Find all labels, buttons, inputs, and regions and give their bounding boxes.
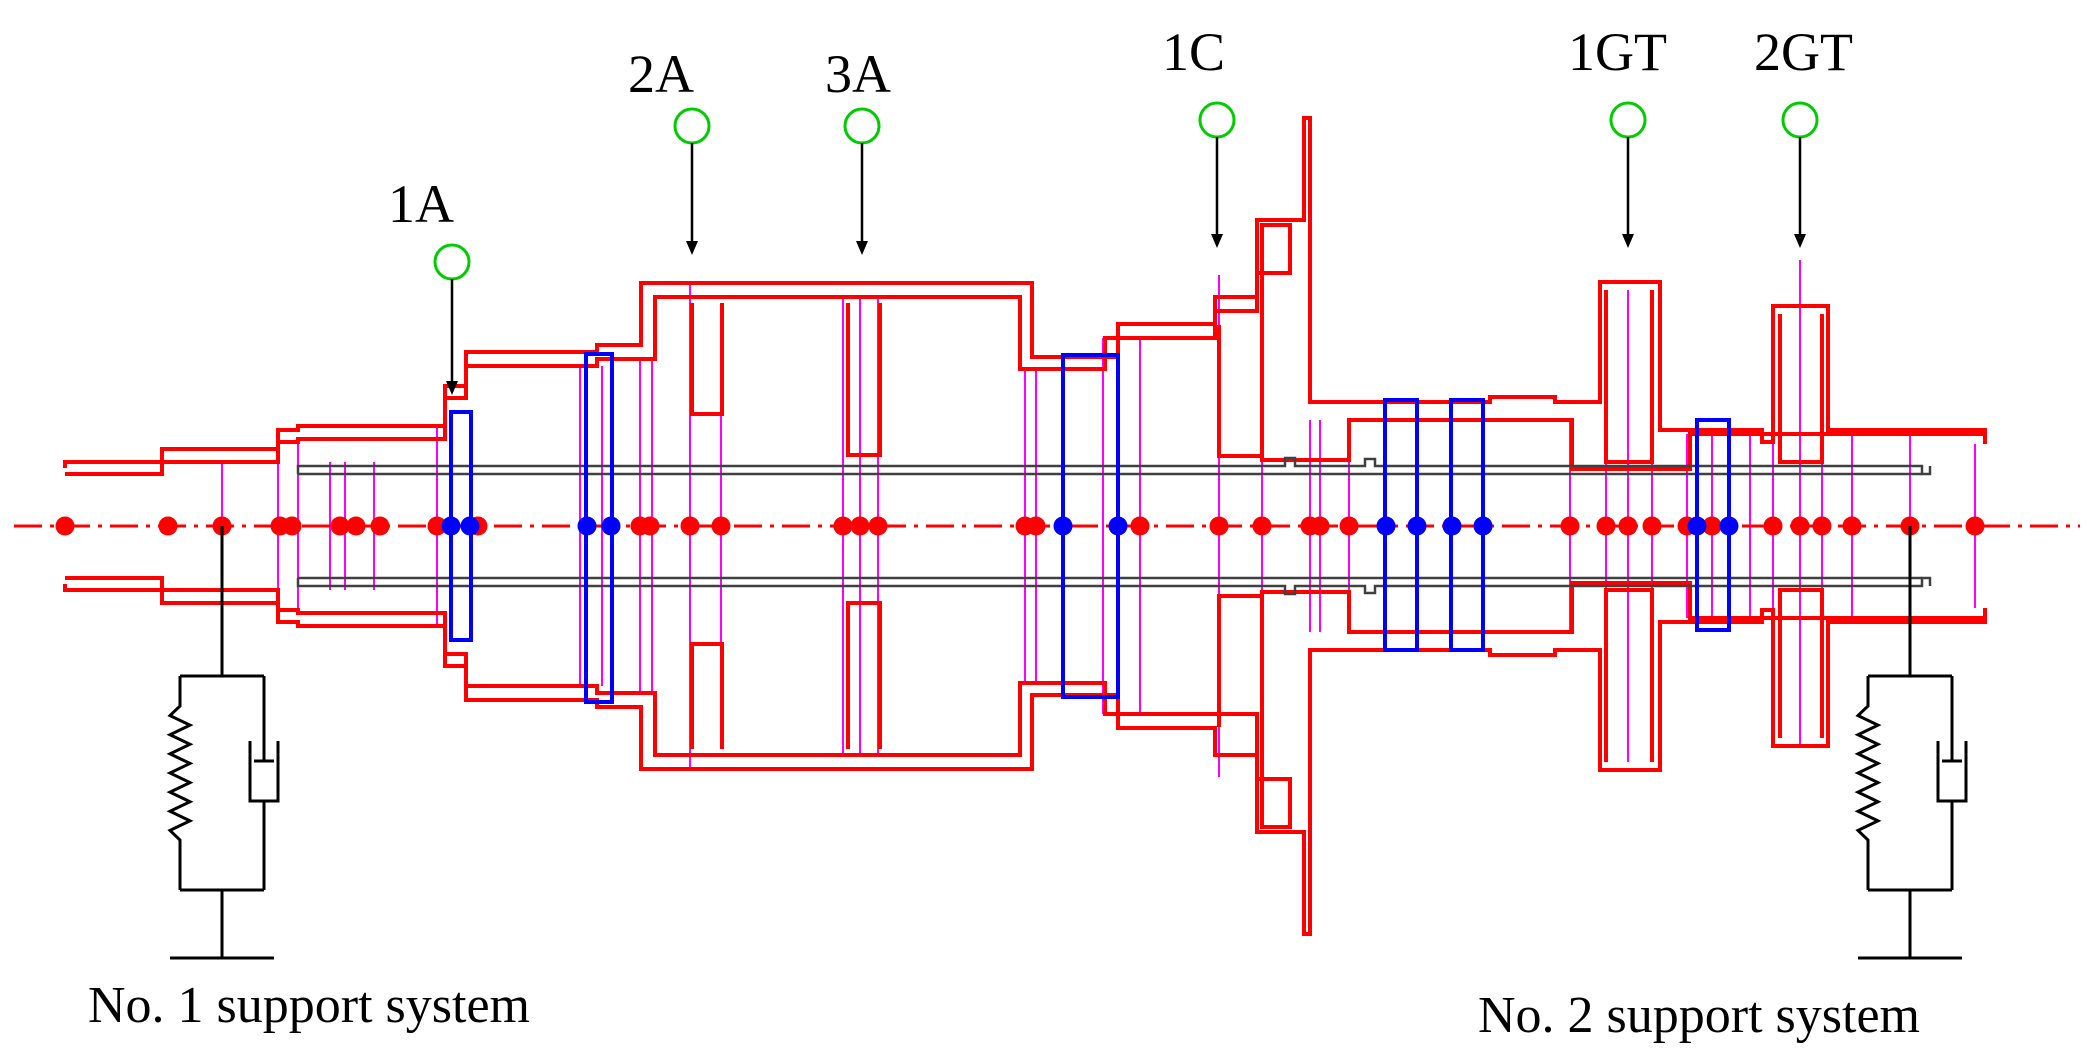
coupling-node [441,516,461,536]
node [833,516,853,536]
probe-marker-icon [1781,101,1819,139]
station-label-3A: 3A [825,44,891,104]
support-label-2: No. 2 support system [1478,987,1920,1044]
coupling-node [1376,516,1396,536]
station-label-2GT: 2GT [1754,22,1853,82]
arrowhead-icon [1211,234,1223,248]
probe-marker-icon [843,107,881,145]
disk-1GT-lower [1604,588,1654,762]
node [346,516,366,536]
inner-shaft-lower [296,576,1932,596]
coupling-node [1407,516,1427,536]
node [330,516,350,536]
node [1596,516,1616,536]
node [1560,516,1580,536]
coupling-node [1053,516,1073,536]
node [868,516,888,536]
nodes [55,516,1985,536]
support-label-1: No. 1 support system [88,977,530,1034]
node [427,516,447,536]
arrowhead-icon [1794,234,1806,248]
node [1339,516,1359,536]
station-label-2A: 2A [628,44,694,104]
probes [433,101,1819,395]
probe-marker-icon [1609,101,1647,139]
coupling-node [577,516,597,536]
node [282,516,302,536]
coupling-node [1442,516,1462,536]
node [1790,516,1810,536]
node [1642,516,1662,536]
node [158,516,178,536]
node [1812,516,1832,536]
node [370,516,390,536]
coupling-node [1687,516,1707,536]
disk-1GT-upper [1604,290,1654,464]
coupling-node [1473,516,1493,536]
disk-2A-upper [690,303,724,416]
coupling-node [601,516,621,536]
disk-1C-lower [1217,594,1262,727]
node [1842,516,1862,536]
spring-icon [166,676,194,890]
station-label-1C: 1C [1162,22,1225,82]
probe-marker-icon [673,107,711,145]
disk-2GT-lower [1778,588,1824,738]
rotor-inner-upper [65,223,1985,476]
arrowhead-icon [686,241,698,255]
arrowhead-icon [1622,234,1634,248]
disk-3A-upper [846,303,882,457]
supports [166,526,1968,960]
coupling-node [460,516,480,536]
node [1209,516,1229,536]
node [1252,516,1272,536]
node [1618,516,1638,536]
arrowhead-icon [446,381,458,395]
node [1130,516,1150,536]
disk-2GT-upper [1778,314,1824,464]
disk-1C-upper [1217,325,1262,458]
inner-shaft-upper [296,456,1932,476]
node [1965,516,1985,536]
disk-3A-lower [846,601,882,749]
node [680,516,700,536]
node [1310,516,1330,536]
node [1026,516,1046,536]
probe-marker-icon [1198,101,1236,139]
rotor-inner-lower [65,576,1985,829]
station-label-1A: 1A [388,174,454,234]
node [711,516,731,536]
spring-icon [1854,676,1882,890]
probe-marker-icon [433,243,471,281]
node [1702,516,1722,536]
node [1763,516,1783,536]
coupling-node [1719,516,1739,536]
disk-2A-lower [690,642,724,749]
node [850,516,870,536]
coupling-node [1108,516,1128,536]
station-label-1GT: 1GT [1568,22,1667,82]
node [640,516,660,536]
arrowhead-icon [856,241,868,255]
node [55,516,75,536]
